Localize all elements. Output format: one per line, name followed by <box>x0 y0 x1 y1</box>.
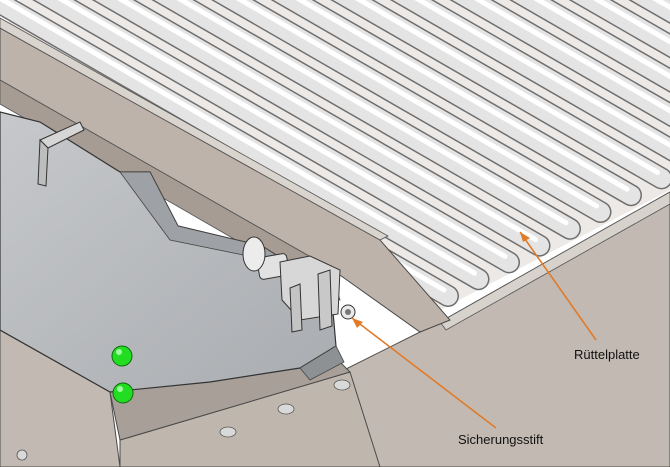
sicherungsstift-pin <box>340 304 356 320</box>
rod <box>0 0 488 289</box>
ruettelplatte-leader-line <box>519 231 597 341</box>
rod <box>512 0 670 92</box>
sicherungsstift-arrowhead <box>352 318 363 328</box>
rod <box>273 0 641 205</box>
rod <box>392 0 670 160</box>
rod <box>94 0 549 256</box>
rod <box>154 0 580 239</box>
panel-foot <box>299 345 345 381</box>
rod-highlight <box>0 0 477 276</box>
rod-highlight <box>533 0 670 80</box>
rod <box>333 0 670 188</box>
rod-highlight <box>176 0 569 226</box>
rod-highlight <box>236 0 599 209</box>
ruettelplatte-arrowhead <box>520 232 530 242</box>
locking-pin-mechanism <box>242 236 341 333</box>
tray-side-wall-top <box>0 17 389 241</box>
frame-bolts <box>16 379 351 461</box>
rod-highlight <box>473 0 670 114</box>
rod-highlight <box>117 0 538 243</box>
sicherungsstift-leader-line <box>351 317 497 429</box>
rod-highlight <box>57 0 508 259</box>
green-indicator-light <box>112 382 134 404</box>
rod <box>452 0 670 126</box>
top-bracket-tab <box>37 121 85 187</box>
frame-top-edge <box>439 191 670 331</box>
green-indicator-light <box>111 345 133 367</box>
sicherungsstift-label: Sicherungsstift <box>458 432 544 447</box>
rod-highlight <box>295 0 630 192</box>
ruettelplatte-label: Rüttelplatte <box>574 347 640 362</box>
indicator-highlight <box>116 349 122 355</box>
rod-highlight <box>414 0 670 149</box>
rod-highlight <box>354 0 660 175</box>
indicator-highlight <box>117 386 123 392</box>
rod <box>214 0 610 222</box>
rod <box>35 0 519 272</box>
